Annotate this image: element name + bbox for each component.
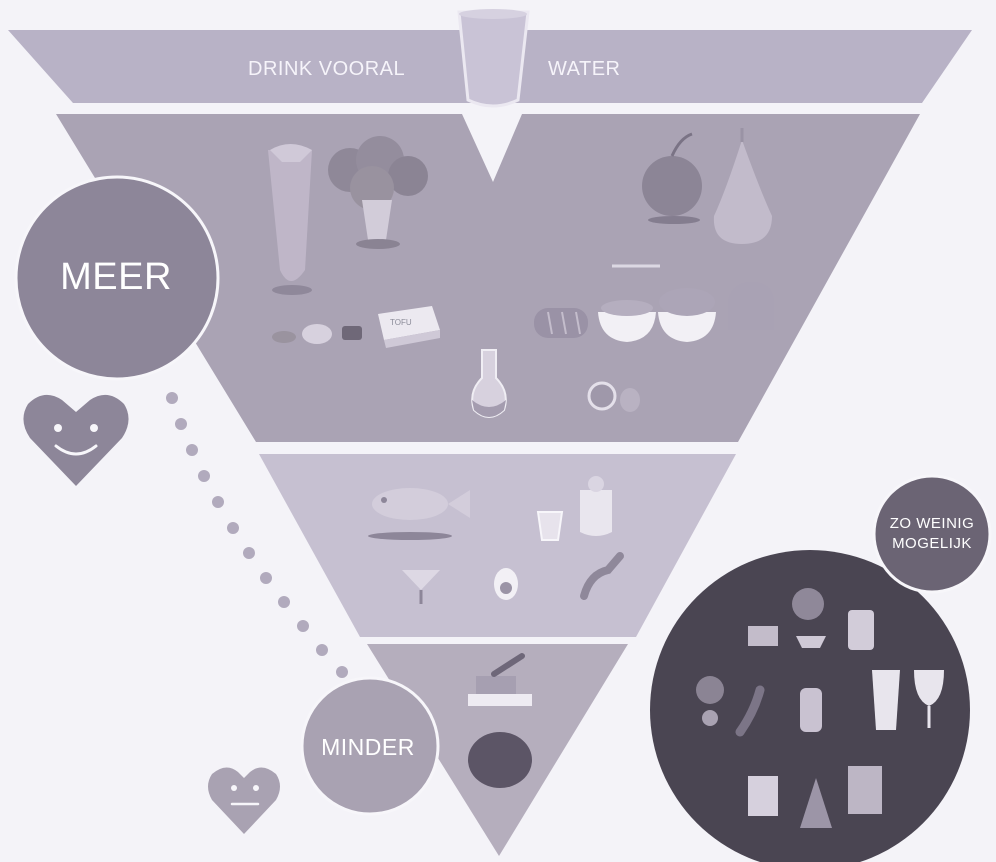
water-label: WATER [548,58,621,81]
meer-label: MEER [20,256,212,299]
tier-middle [259,454,736,637]
tofu-label: TOFU [390,318,412,327]
milk-glass-icon [538,512,562,540]
water-glass-icon [459,9,528,106]
drink-vooral-label: DRINK VOORAL [248,58,405,81]
neutral-heart-icon [208,767,280,834]
bread-slice-icon [728,282,774,330]
zo-weinig-mogelijk-label: ZO WEINIG MOGELIJK [874,514,990,554]
happy-heart-icon [23,395,128,486]
bread-loaf-icon [534,308,588,338]
cereal-bowl-icon [658,288,716,342]
burger-icon [468,732,532,788]
egg-icon [494,568,518,600]
minder-label: MINDER [302,734,434,761]
